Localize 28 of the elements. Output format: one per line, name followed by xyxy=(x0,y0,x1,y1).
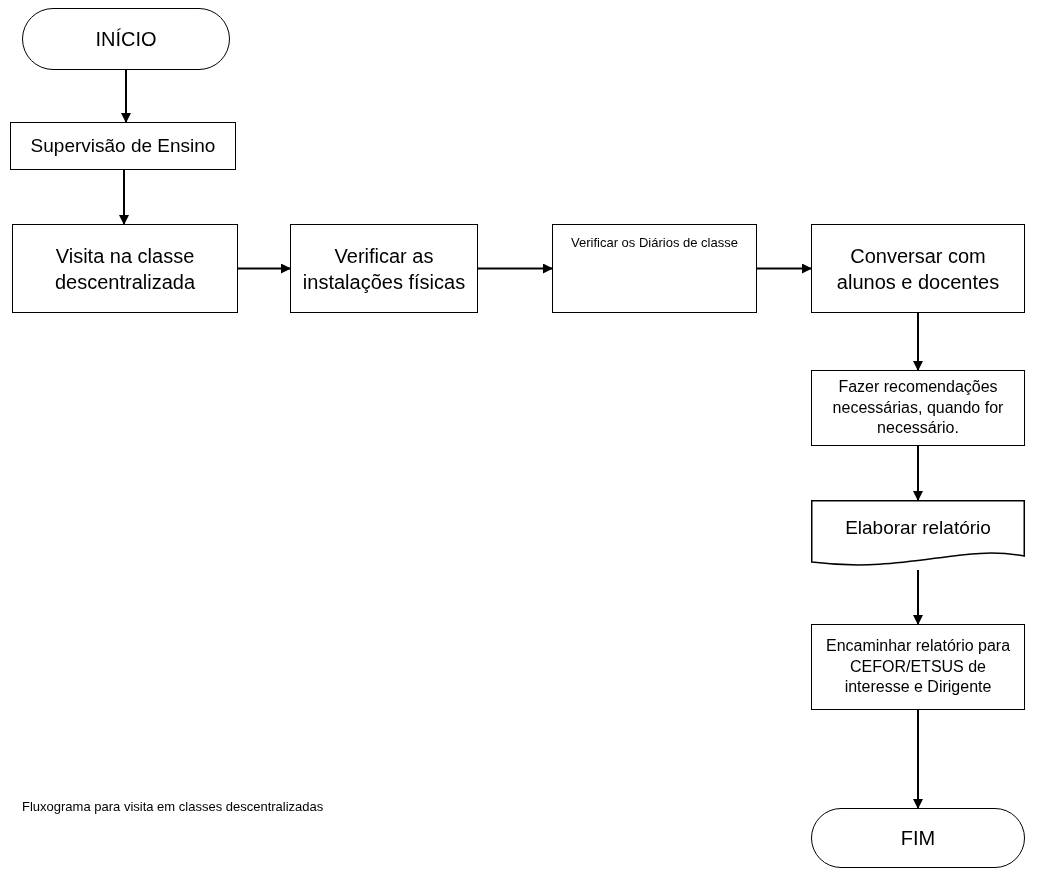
node-label: Fazer recomendações necessárias, quando for necessário. xyxy=(831,376,1005,439)
node-label: Verificar os Diários de classe xyxy=(571,235,738,252)
arrow xyxy=(913,445,923,501)
process-box xyxy=(12,224,238,313)
process-box xyxy=(811,370,1025,446)
arrow xyxy=(121,69,131,123)
process-box xyxy=(811,224,1025,313)
process-box xyxy=(811,624,1025,710)
arrow xyxy=(913,569,923,625)
process-box xyxy=(552,224,757,313)
arrow xyxy=(477,263,553,274)
terminal-shape xyxy=(811,808,1025,868)
node-label: Elaborar relatório xyxy=(845,515,991,540)
node-label: Encaminhar relatório para CEFOR/ETSUS de interesse e Dirigente xyxy=(824,635,1012,698)
node-label: FIM xyxy=(900,826,936,851)
arrow xyxy=(913,709,923,809)
node-label: INÍCIO xyxy=(95,27,157,52)
node-label: Conversar com alunos e docentes xyxy=(835,243,1001,295)
node-label: Visita na classe descentralizada xyxy=(53,243,197,295)
caption: Fluxograma para visita em classes descentralizadas xyxy=(22,799,324,814)
arrow xyxy=(756,263,812,274)
arrow xyxy=(237,263,291,274)
arrow xyxy=(913,312,923,371)
node-label: Verificar as instalações físicas xyxy=(301,243,467,295)
process-box xyxy=(290,224,478,313)
arrow xyxy=(119,169,129,225)
node-label: Supervisão de Ensino xyxy=(30,133,216,158)
process-box xyxy=(10,122,236,170)
